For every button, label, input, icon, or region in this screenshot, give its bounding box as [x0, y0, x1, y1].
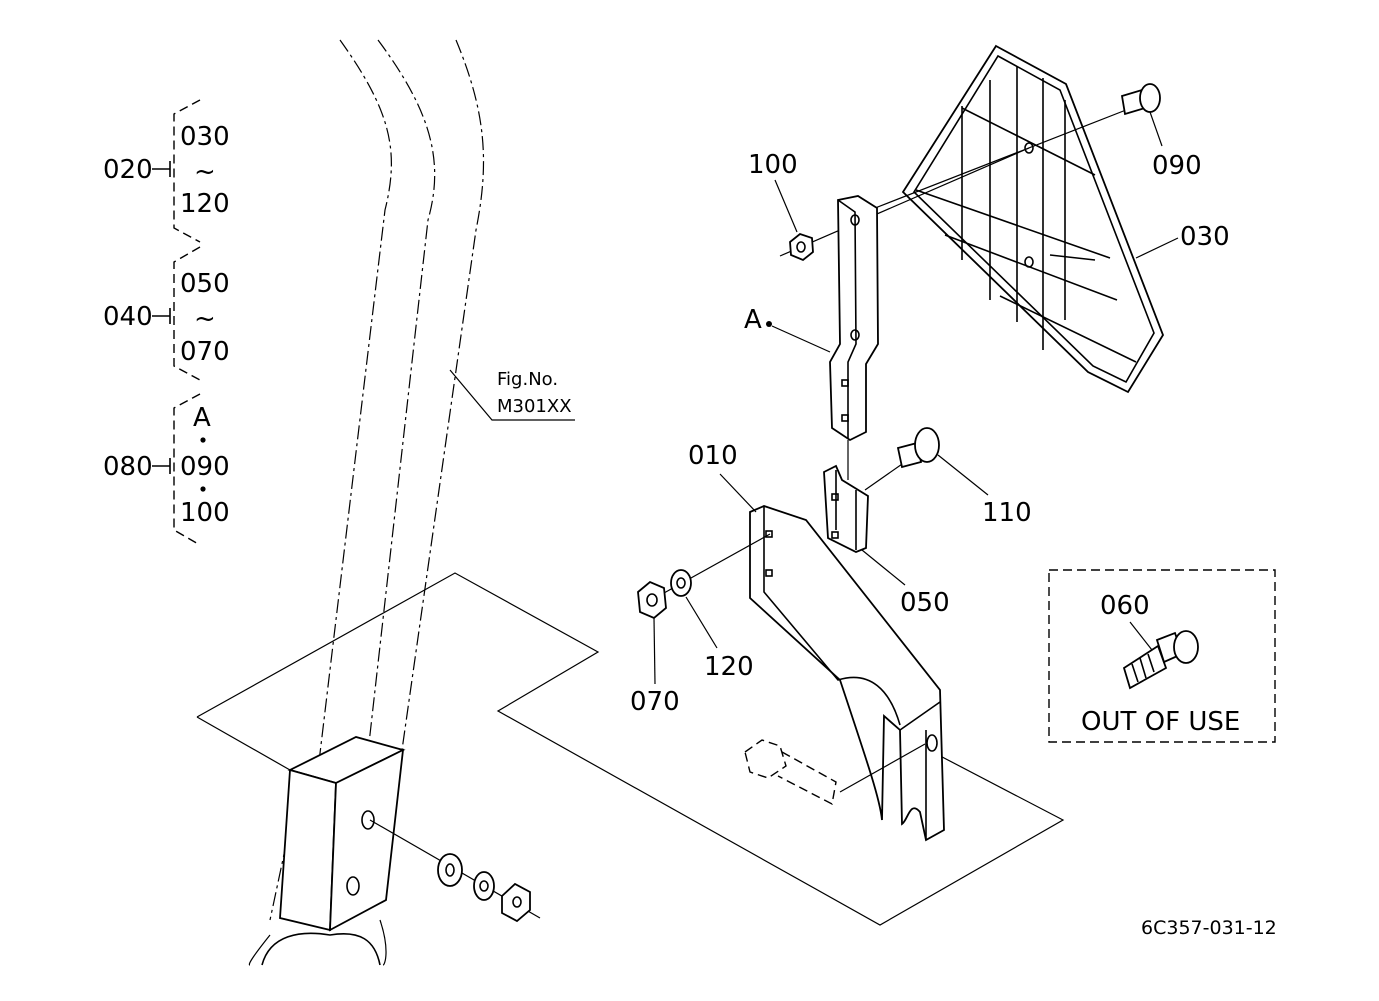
- callout-100[interactable]: 100: [748, 150, 798, 180]
- part-050-clip[interactable]: [823, 440, 869, 553]
- legend-group-020: 020 030 ~ 120: [103, 99, 230, 243]
- lower-bolt-phantom: [744, 739, 926, 806]
- legend-point-a[interactable]: A: [193, 403, 211, 433]
- legend-item-070[interactable]: 070: [180, 337, 230, 367]
- legend-group-040: 040 050 ~ 070: [103, 246, 230, 381]
- part-120-washer[interactable]: [670, 569, 692, 597]
- callout-point-a[interactable]: A: [744, 305, 762, 335]
- callouts: 100 090 030 A 010 110 050 120 070: [630, 111, 1230, 717]
- callout-030[interactable]: 030: [1180, 222, 1230, 252]
- legend-group-080: 080 A 090 100: [103, 393, 230, 546]
- legend-item-050[interactable]: 050: [180, 269, 230, 299]
- callout-090[interactable]: 090: [1152, 151, 1202, 181]
- legend-item-030[interactable]: 030: [180, 122, 230, 152]
- legend-item-100[interactable]: 100: [180, 498, 230, 528]
- part-010-bracket[interactable]: [749, 505, 945, 842]
- drawing-number: 6C357-031-12: [1141, 917, 1277, 939]
- figure-reference: Fig.No. M301XX: [449, 369, 575, 421]
- part-110-bolt[interactable]: [864, 427, 940, 491]
- legend-parent-040[interactable]: 040: [103, 302, 153, 332]
- part-060-bolt[interactable]: [1122, 630, 1199, 690]
- legend-item-120[interactable]: 120: [180, 189, 230, 219]
- callout-120[interactable]: 120: [704, 652, 754, 682]
- callout-050[interactable]: 050: [900, 588, 950, 618]
- legend-dot: [200, 437, 206, 443]
- legend-parent-080[interactable]: 080: [103, 452, 153, 482]
- callout-070[interactable]: 070: [630, 687, 680, 717]
- legend-range-sep: ~: [194, 304, 216, 334]
- part-100-nut[interactable]: [779, 109, 1127, 262]
- legend-item-090[interactable]: 090: [180, 452, 230, 482]
- part-030-guard[interactable]: [901, 44, 1165, 394]
- legend-range-sep: ~: [194, 157, 216, 187]
- legend-dot: [200, 486, 206, 492]
- out-of-use-box: 060 OUT OF USE: [1048, 569, 1276, 743]
- bracket-upper-a[interactable]: [829, 195, 879, 442]
- callout-110[interactable]: 110: [982, 498, 1032, 528]
- callout-010[interactable]: 010: [688, 441, 738, 471]
- out-of-use-label: OUT OF USE: [1081, 707, 1240, 737]
- fig-no-label: Fig.No.: [497, 369, 558, 390]
- fig-no-value[interactable]: M301XX: [497, 396, 572, 417]
- part-090-bolt[interactable]: [1120, 83, 1161, 116]
- frame-leg-base: [248, 736, 541, 966]
- floor-plate-outline: [196, 572, 1065, 926]
- legend-parent-020[interactable]: 020: [103, 155, 153, 185]
- callout-060[interactable]: 060: [1100, 591, 1150, 621]
